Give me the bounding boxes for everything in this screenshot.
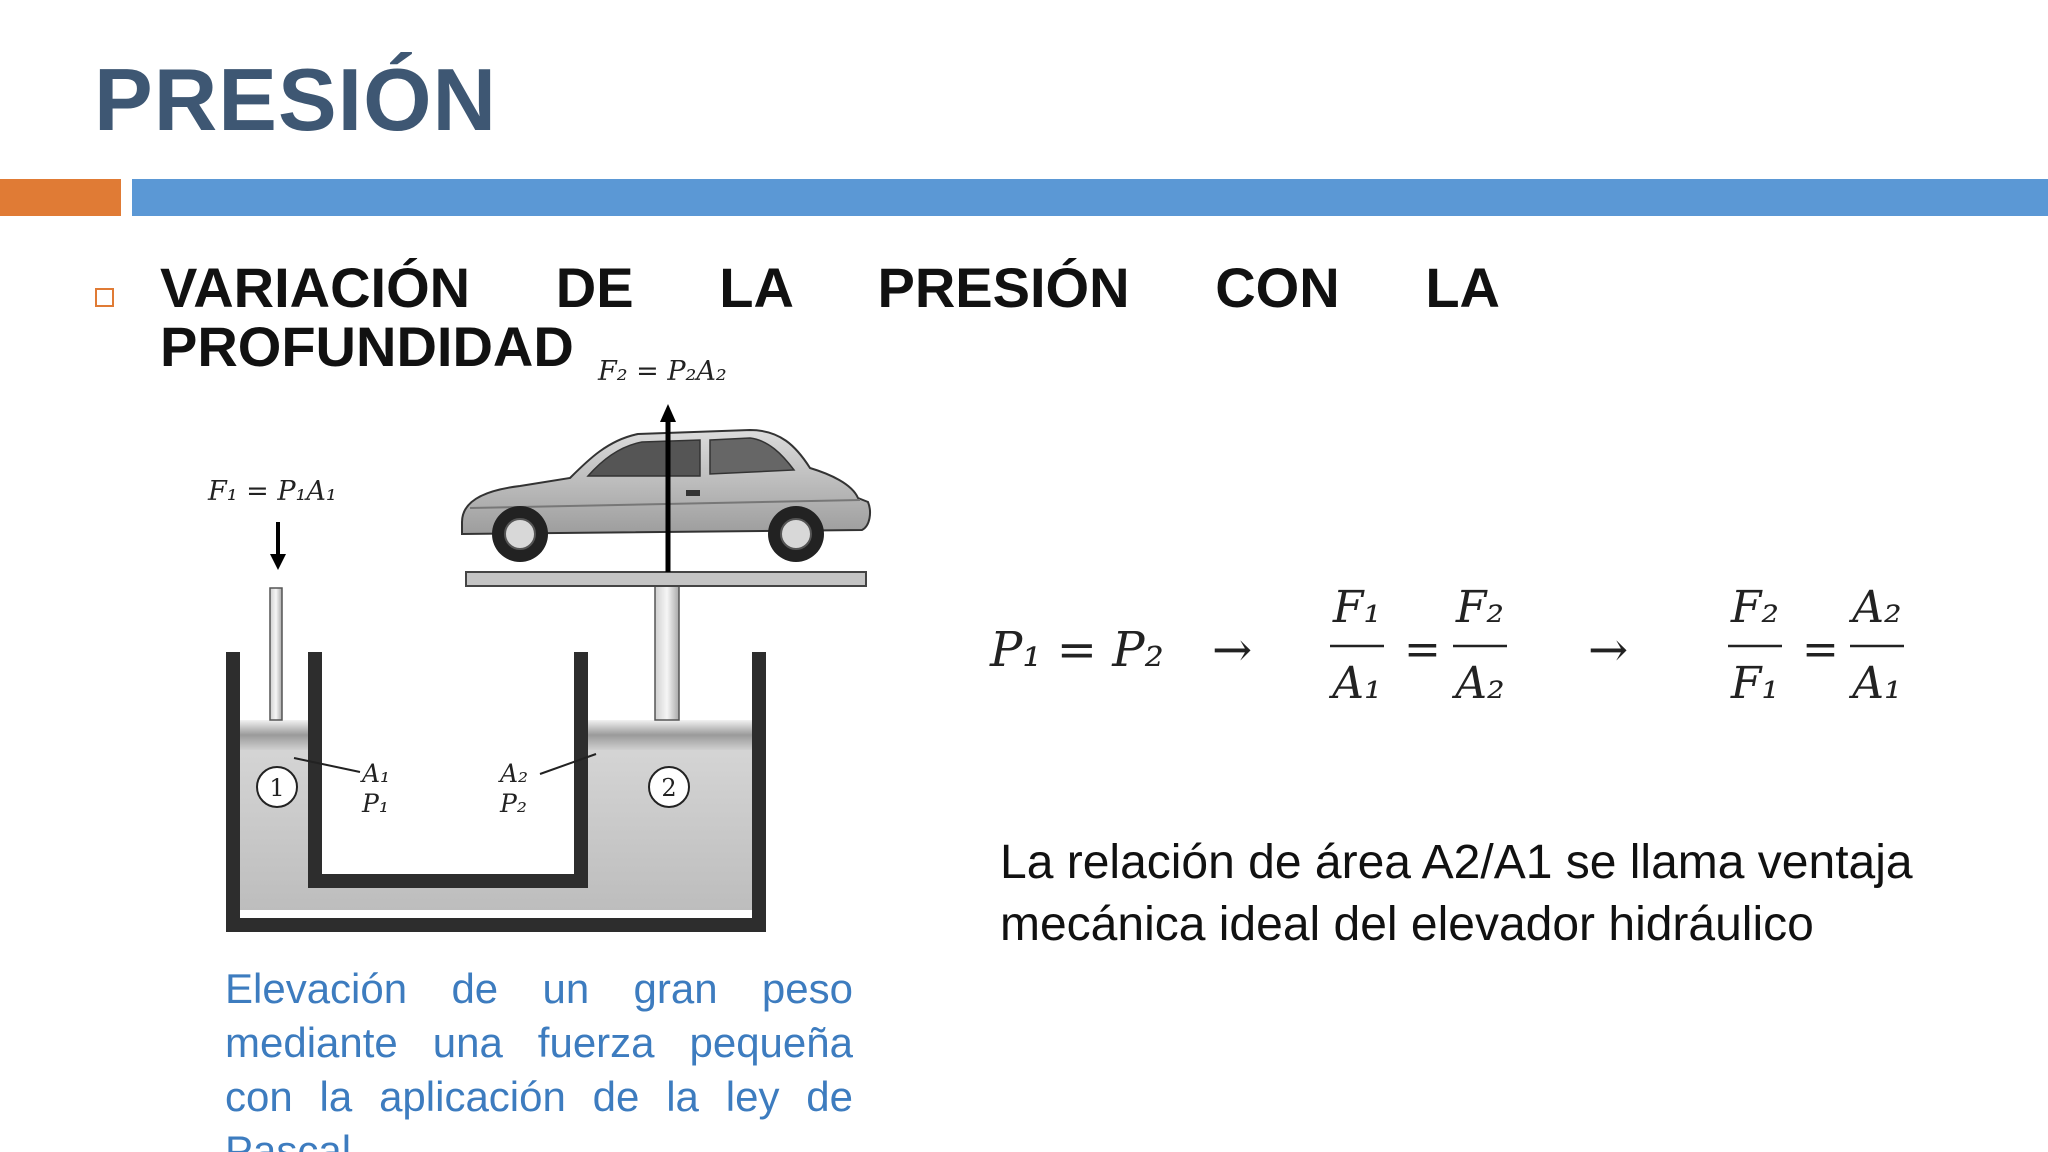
lift-platform — [465, 571, 867, 587]
hydraulic-fluid — [240, 720, 752, 910]
equation-lhs: P₁ = P₂ — [989, 622, 1164, 678]
frac2-num: F₂ — [1455, 582, 1504, 633]
bullet-text-container: VARIACIÓN DE LA PRESIÓN CON LA PROFUNDID… — [160, 258, 1500, 380]
arrow-down-icon — [270, 554, 286, 570]
label-p2: P₂ — [499, 789, 527, 818]
accent-bar-blue — [132, 179, 2048, 216]
frac3-num: F₂ — [1730, 582, 1779, 633]
frac2-den: A₂ — [1451, 658, 1504, 709]
leader-line-a2 — [539, 753, 597, 775]
frac1-num: F₁ — [1332, 582, 1381, 633]
accent-bar-orange — [0, 179, 121, 216]
label-f2: F₂ = P₂A₂ — [597, 356, 727, 387]
diagram-caption: Elevación de un gran peso mediante una f… — [225, 965, 853, 1152]
equation-arrow-1: → — [1212, 622, 1252, 678]
equals-1: = — [1404, 624, 1441, 675]
marker-1-label: 1 — [269, 774, 284, 802]
container-walls — [226, 652, 766, 932]
frac1-den: A₁ — [1328, 658, 1381, 709]
label-f1: F₁ = P₁A₁ — [207, 476, 337, 507]
equation-arrow-2: → — [1588, 622, 1628, 678]
label-a1: A₁ — [360, 759, 390, 788]
bullet-text: VARIACIÓN DE LA PRESIÓN CON LA PROFUNDID… — [160, 258, 1500, 379]
bullet-square-icon — [95, 288, 114, 307]
hydraulic-lift-diagram: F₂ = P₂A₂ F₁ = P₁A₁ 1 2 A₁ P₁ A₂ P₂ — [207, 356, 871, 932]
marker-2-label: 2 — [661, 774, 676, 802]
small-piston-rod — [269, 587, 283, 721]
diagram-caption-container: Elevación de un gran peso mediante una f… — [225, 962, 853, 1152]
leader-line-a1 — [293, 757, 361, 773]
large-piston — [588, 720, 752, 750]
small-piston — [240, 720, 308, 750]
frac4-num: A₂ — [1848, 582, 1901, 633]
frac3-den: F₁ — [1730, 658, 1779, 709]
slide-title: PRESIÓN — [94, 50, 498, 149]
large-piston-rod — [654, 581, 680, 721]
mechanical-advantage-note: La relación de área A2/A1 se llama venta… — [1000, 836, 1913, 951]
marker-2 — [648, 766, 690, 808]
frac4-den: A₁ — [1848, 658, 1901, 709]
marker-1 — [256, 766, 298, 808]
label-a2: A₂ — [498, 759, 528, 788]
pascal-equation: P₁ = P₂ → F₁ A₁ = F₂ A₂ → F₂ F₁ = A₂ A₁ — [989, 582, 1904, 709]
label-p1: P₁ — [361, 789, 389, 818]
equals-2: = — [1802, 624, 1839, 675]
arrow-up-icon — [660, 404, 676, 422]
